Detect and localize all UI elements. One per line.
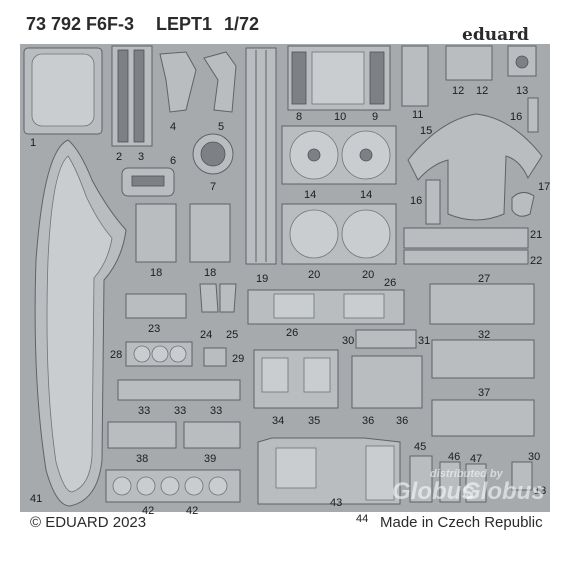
part-21-22: [403, 227, 529, 265]
part-45-47: [409, 455, 533, 503]
part-num-35: 35: [308, 415, 320, 427]
part-num-30b: 30: [528, 451, 540, 463]
part-num-39: 39: [204, 453, 216, 465]
part-26: [247, 289, 405, 325]
part-num-14b: 14: [360, 189, 372, 201]
part-num-19: 19: [256, 273, 268, 285]
part-43-44: [257, 437, 401, 505]
part-num-21: 21: [530, 229, 542, 241]
part-36: [351, 355, 423, 409]
part-num-33a: 33: [138, 405, 150, 417]
part-num-16a: 16: [510, 111, 522, 123]
part-num-7: 7: [210, 181, 216, 193]
part-num-33b: 33: [174, 405, 186, 417]
part-num-27: 27: [478, 273, 490, 285]
part-num-28: 28: [110, 349, 122, 361]
part-num-10: 10: [334, 111, 346, 123]
part-num-32: 32: [478, 329, 490, 341]
part-num-38: 38: [136, 453, 148, 465]
part-num-26b: 26: [384, 277, 396, 289]
part-num-23: 23: [148, 323, 160, 335]
part-num-12a: 12: [452, 85, 464, 97]
part-num-4: 4: [170, 121, 176, 133]
part-num-13b: 13: [534, 485, 546, 497]
part-18: [135, 203, 231, 263]
part-30-31: [355, 329, 417, 349]
part-41: [34, 139, 127, 507]
part-11-13: [401, 45, 539, 133]
part-15: [407, 113, 543, 221]
part-num-8: 8: [296, 111, 302, 123]
part-2-3: [111, 45, 153, 147]
part-num-18a: 18: [150, 267, 162, 279]
part-4-5: [159, 51, 237, 113]
part-34-35: [253, 349, 339, 409]
part-num-24: 24: [200, 329, 212, 341]
part-33: [117, 379, 241, 401]
brand-logo: eduard: [462, 25, 529, 45]
copyright-label: © EDUARD 2023: [30, 514, 147, 531]
part-num-3: 3: [138, 151, 144, 163]
part-38-39: [107, 421, 241, 449]
part-num-11: 11: [412, 109, 423, 121]
part-num-2: 2: [116, 151, 122, 163]
part-num-26a: 26: [286, 327, 298, 339]
part-23-25: [125, 283, 237, 319]
part-num-16b: 16: [410, 195, 422, 207]
part-32: [431, 339, 535, 379]
origin-label: Made in Czech Republic: [380, 514, 543, 531]
part-7: [192, 133, 234, 175]
part-20: [281, 203, 397, 265]
part-num-17: 17: [538, 181, 550, 193]
part-num-29: 29: [232, 353, 244, 365]
part-num-41: 41: [30, 493, 42, 505]
part-num-5: 5: [218, 121, 224, 133]
part-num-13: 13: [516, 85, 528, 97]
part-16-17: [425, 179, 535, 225]
scale-label: 1/72: [224, 14, 260, 34]
part-num-9: 9: [372, 111, 378, 123]
part-42: [105, 469, 241, 503]
part-num-46: 46: [448, 451, 460, 463]
part-num-15: 15: [420, 125, 432, 137]
part-num-31: 31: [418, 335, 430, 347]
part-27: [429, 283, 535, 325]
part-num-25: 25: [226, 329, 238, 341]
part-num-1: 1: [30, 137, 36, 149]
part-14: [281, 125, 397, 185]
part-num-47: 47: [470, 453, 482, 465]
part-num-34: 34: [272, 415, 284, 427]
part-num-36a: 36: [362, 415, 374, 427]
part-num-30a: 30: [342, 335, 354, 347]
part-num-14a: 14: [304, 189, 316, 201]
part-num-43: 43: [330, 497, 342, 509]
part-num-20a: 20: [308, 269, 320, 281]
part-num-20b: 20: [362, 269, 374, 281]
part-6: [121, 167, 175, 197]
part-num-12b: 12: [476, 85, 488, 97]
part-num-6: 6: [170, 155, 176, 167]
part-num-36b: 36: [396, 415, 408, 427]
part-num-37: 37: [478, 387, 490, 399]
part-8-10: [287, 45, 391, 111]
part-num-45: 45: [414, 441, 426, 453]
part-1: [23, 47, 103, 135]
part-19: [245, 47, 277, 265]
kit-code: 73 792 F6F-3: [26, 14, 135, 34]
part-num-42a: 42: [142, 505, 154, 517]
part-num-42b: 42: [186, 505, 198, 517]
set-code: LEPT1: [156, 14, 213, 34]
part-num-22: 22: [530, 255, 542, 267]
part-num-33c: 33: [210, 405, 222, 417]
part-num-18b: 18: [204, 267, 216, 279]
part-28-29: [125, 341, 227, 367]
part-37: [431, 399, 535, 437]
part-num-44: 44: [356, 513, 368, 525]
